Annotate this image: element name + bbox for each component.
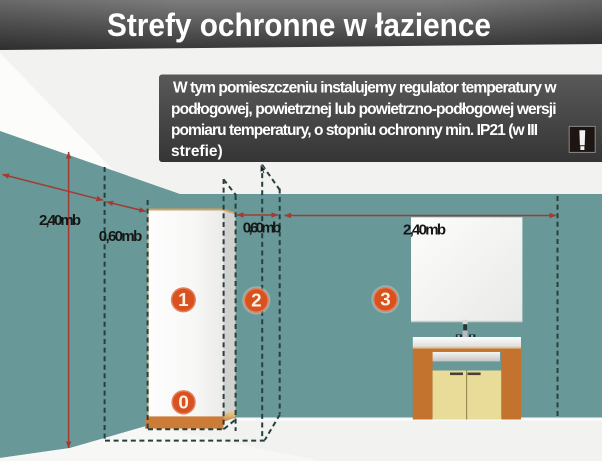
svg-text:0: 0 [178, 391, 188, 412]
svg-text:strefie): strefie) [171, 143, 223, 160]
svg-text:W tym pomieszczeniu instalujem: W tym pomieszczeniu instalujemy regulato… [173, 80, 557, 97]
svg-text:2,40mb: 2,40mb [403, 222, 446, 239]
svg-text:pomiaru temperatury, o stopniu: pomiaru temperatury, o stopniu ochronny … [171, 122, 538, 139]
svg-text:1: 1 [178, 289, 188, 310]
svg-text:2: 2 [251, 290, 261, 311]
svg-text:0,60mb: 0,60mb [99, 228, 143, 245]
svg-text:2,40mb: 2,40mb [39, 212, 81, 229]
svg-text:podłogowej, powietrznej lub p: podłogowej, powietrznej lub powietrzno-p… [171, 101, 557, 118]
svg-text:3: 3 [380, 289, 390, 310]
svg-text:Strefy ochronne w łazience: Strefy ochronne w łazience [107, 7, 491, 43]
svg-text:0,60mb: 0,60mb [243, 220, 282, 237]
